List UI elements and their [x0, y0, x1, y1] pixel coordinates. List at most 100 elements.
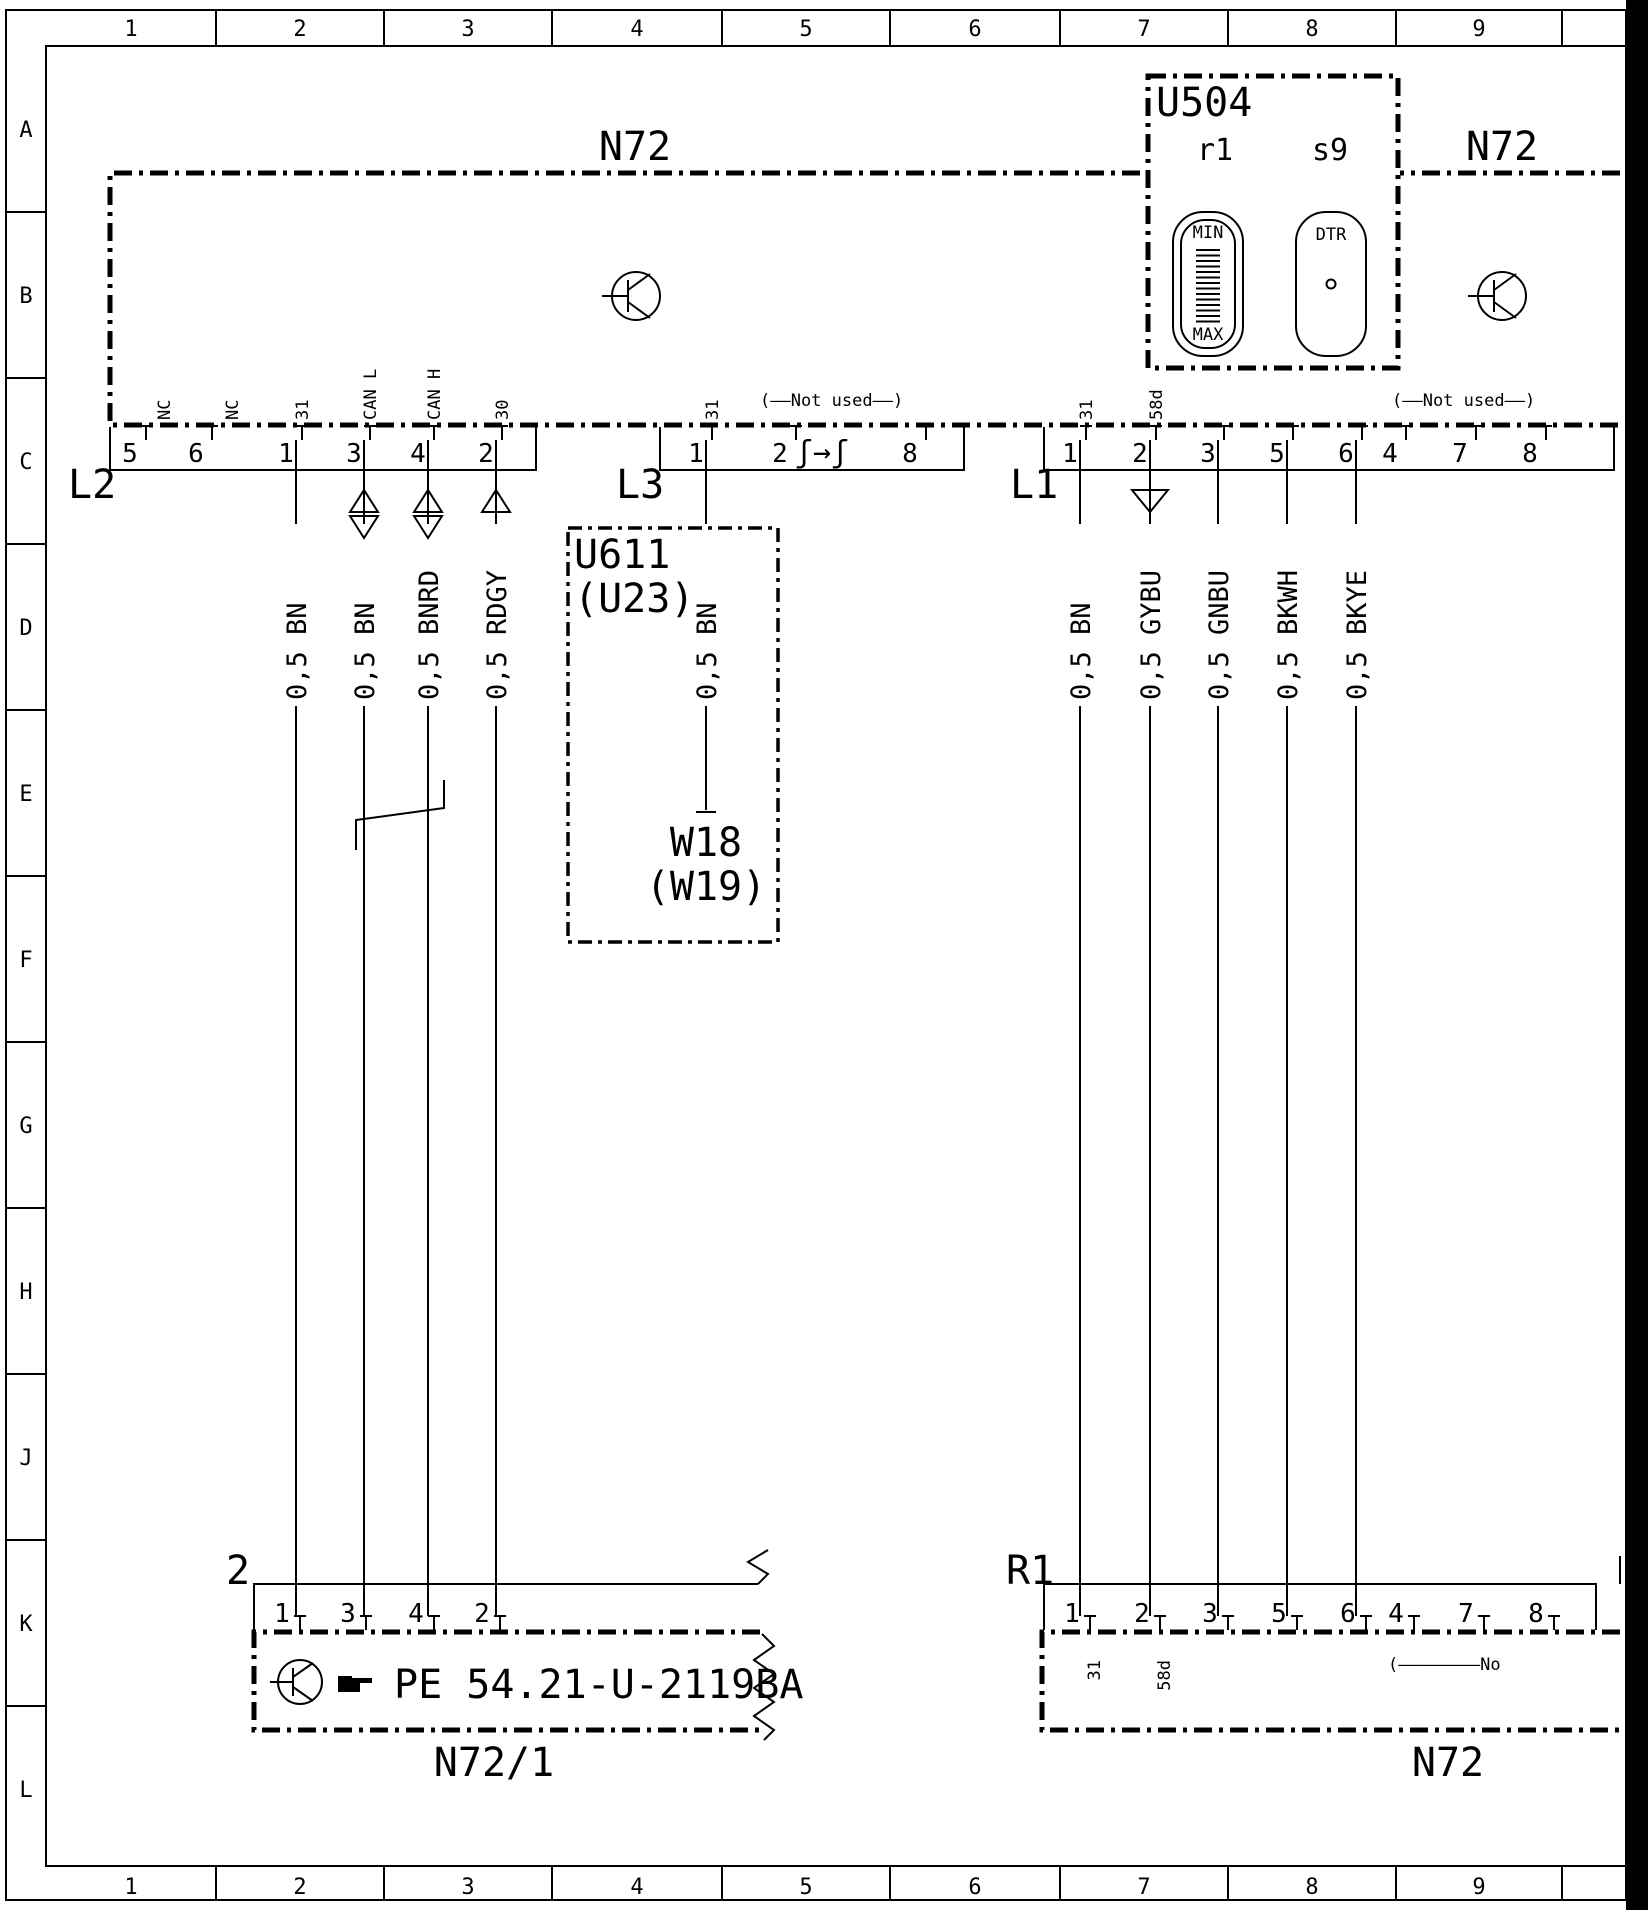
pin-number: 4: [1382, 439, 1398, 469]
pin-signal-name: CAN L: [361, 369, 381, 420]
pin-terminal: [428, 1615, 440, 1630]
pin-signal-name: 31: [293, 400, 313, 420]
pin-number: 2: [474, 1599, 490, 1629]
pin-terminal: [1408, 1615, 1420, 1630]
signal-arrow-icon: [1129, 489, 1171, 514]
page-edge: [1626, 0, 1648, 1910]
dimmer-wheel: MIN MAX: [1172, 211, 1244, 357]
wire-label: 0,5 BN: [350, 602, 381, 700]
pin-number: 1: [1062, 439, 1078, 469]
pin-terminal: [494, 1615, 506, 1630]
drawing-border: [5, 9, 1627, 1901]
pin-number: 7: [1452, 439, 1468, 469]
pin-number: 6: [188, 439, 204, 469]
pin-number: 5: [1269, 439, 1285, 469]
l2-label: L2: [68, 462, 116, 508]
pin-number: 1: [278, 439, 294, 469]
pin-terminal: [428, 425, 440, 440]
pin-number: 7: [1458, 1599, 1474, 1629]
column-label: 3: [461, 17, 474, 42]
pin-number: 5: [122, 439, 138, 469]
pin-terminal: [1080, 425, 1092, 440]
pin-terminal: [1287, 425, 1299, 440]
pe-reference: PE 54.21-U-2119BA: [394, 1662, 803, 1708]
column-label: 1: [124, 17, 137, 42]
n72-label: N72: [1466, 124, 1538, 170]
min-label: MIN: [1193, 223, 1224, 243]
row-label: A: [19, 118, 32, 143]
pin-terminal: [364, 425, 376, 440]
column-label: 7: [1137, 17, 1150, 42]
wire-label: 0,5 GYBU: [1136, 570, 1167, 700]
not-used-note: (——Not used——): [1392, 391, 1535, 411]
pin-number: 3: [1200, 439, 1216, 469]
twisted-pair-marker: [355, 780, 445, 850]
u23-label: (U23): [574, 576, 694, 622]
column-label: 4: [630, 1875, 643, 1900]
pin-signal-name: 31: [1077, 400, 1097, 420]
connector-l1-housing: L1: [1010, 427, 1615, 508]
bridge-symbol: ʃ→ʃ: [795, 435, 849, 470]
n72-module-outline: [107, 170, 1620, 428]
u504-label: U504: [1156, 80, 1252, 126]
dtr-label: DTR: [1316, 225, 1347, 245]
signal-arrow-icon: [480, 488, 512, 513]
wire-label: 0,5 BNRD: [414, 570, 445, 700]
pin-terminal: [1218, 425, 1230, 440]
n72-bottom-module: (————————No N72: [1039, 1629, 1620, 1786]
pin-terminal: [1356, 425, 1368, 440]
column-label: 9: [1472, 1875, 1485, 1900]
column-label: 5: [799, 1875, 812, 1900]
pin-number: 4: [410, 439, 426, 469]
pin-terminal: [1291, 1615, 1303, 1630]
pin-number: 8: [1528, 1599, 1544, 1629]
not-used-note: (————————No: [1388, 1655, 1501, 1675]
column-label: 6: [968, 17, 981, 42]
pin-number: 1: [688, 439, 704, 469]
pin-terminal: [706, 425, 718, 440]
column-label: 8: [1305, 17, 1318, 42]
column-label: 2: [293, 1875, 306, 1900]
pin-number: 8: [902, 439, 918, 469]
pin-terminal: [1400, 425, 1412, 440]
u504-module-outline: [1145, 73, 1401, 371]
row-label: K: [19, 1612, 33, 1637]
wire-label: 0,5 BKYE: [1342, 570, 1373, 700]
column-label: 7: [1137, 1875, 1150, 1900]
pin-number: 2: [772, 439, 788, 469]
pin-terminal: [790, 425, 802, 440]
wire-label: 0,5 GNBU: [1204, 570, 1235, 700]
n72-bottom-label: N72: [1412, 1740, 1484, 1786]
l1-label: L1: [1010, 462, 1058, 508]
column-label: 6: [968, 1875, 981, 1900]
wire-label: 0,5 RDGY: [482, 570, 513, 700]
pin-number: 4: [1388, 1599, 1404, 1629]
n72-label: N72: [599, 124, 671, 170]
pin-signal-name: 31: [703, 400, 723, 420]
transistor-icon: [270, 1659, 323, 1705]
pin-signal-name: 30: [493, 400, 513, 420]
pin-number: 5: [1271, 1599, 1287, 1629]
wire-label: 0,5 BKWH: [1273, 570, 1304, 700]
column-label: 2: [293, 17, 306, 42]
connector-2-housing: 2: [226, 1548, 770, 1630]
pin-signal-name: CAN H: [425, 369, 445, 420]
w18-label: W18: [670, 820, 742, 866]
pin-terminal: [360, 1615, 372, 1630]
s9-sub-label: s9: [1312, 133, 1348, 168]
pin-number: 3: [340, 1599, 356, 1629]
connector-l2-housing: L2: [68, 427, 537, 508]
pin-number: 2: [478, 439, 494, 469]
r1-connector-label: R1: [1006, 1548, 1054, 1594]
row-label: G: [19, 1114, 32, 1139]
pin-terminal: [1150, 425, 1162, 440]
pointing-hand-icon: [338, 1676, 372, 1692]
l3-label: L3: [616, 462, 664, 508]
row-label: C: [19, 450, 32, 475]
column-label: 3: [461, 1875, 474, 1900]
